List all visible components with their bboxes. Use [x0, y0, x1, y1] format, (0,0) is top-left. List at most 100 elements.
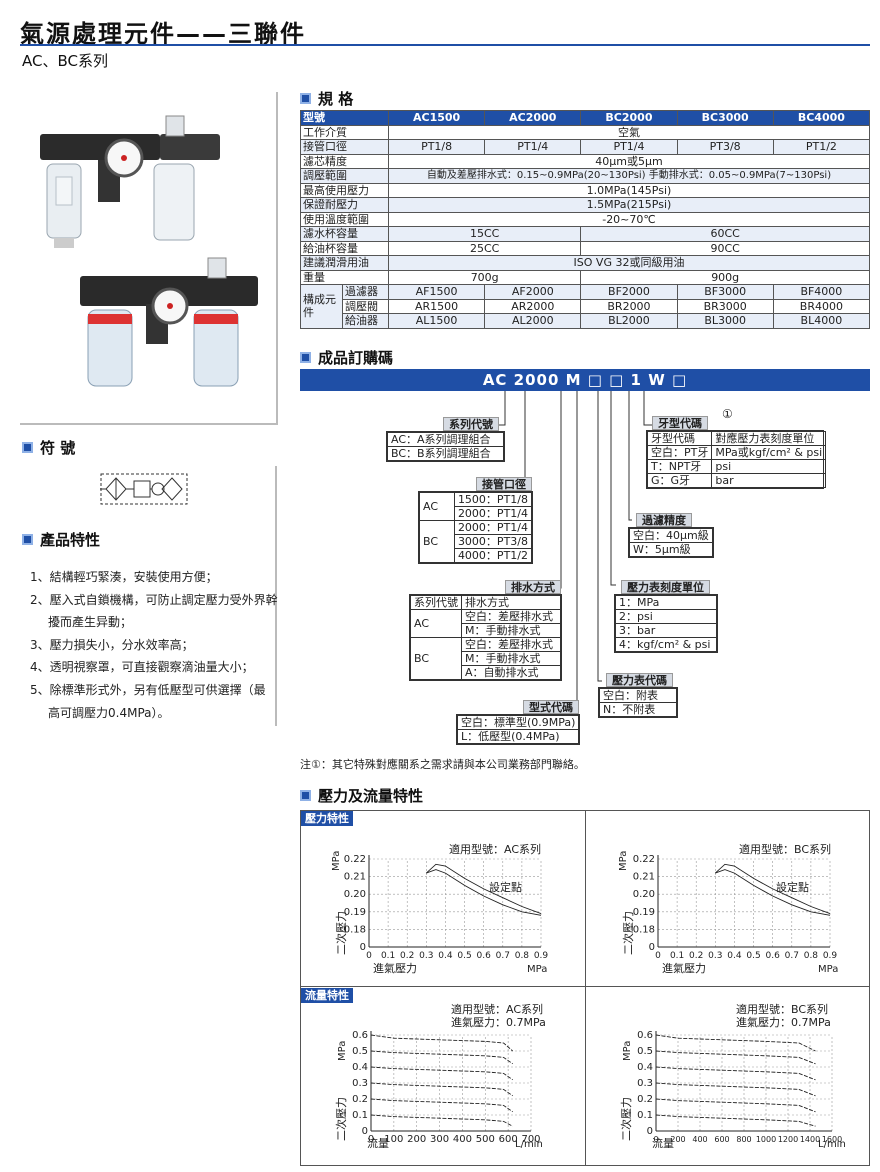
graph-divider-h [301, 986, 869, 987]
drain-group: AC [410, 609, 462, 638]
spec-row: 濾芯精度 40μm或5μm [300, 153, 870, 169]
spec-value: 1.5MPa(215Psi) [388, 197, 870, 213]
chart-flow-ac: 適用型號：AC系列 進氣壓力：0.7MPa MPa 二次壓力 流量 L/min … [334, 1002, 546, 1150]
x-tick-label: 200 [670, 1135, 685, 1144]
y-tick-label: 0.20 [344, 889, 366, 900]
graph-divider-v [585, 811, 586, 1165]
spec-row: 構成元件 過濾器 AF1500 AF2000 BF2000 BF3000 BF4… [300, 284, 871, 329]
port-row: 2000：PT1/4 [453, 520, 533, 535]
y-tick-label: 0.20 [633, 889, 655, 900]
section-icon [22, 442, 33, 453]
x-tick-label: 0.9 [823, 951, 838, 961]
page-subtitle: AC、BC系列 [22, 52, 108, 70]
series-line [370, 1114, 513, 1127]
spec-value: BR2000 [580, 298, 678, 314]
spec-value: AF1500 [387, 284, 486, 300]
spec-label: 濾水杯容量 [300, 226, 389, 242]
spec-table: 型號 AC1500 AC2000 BC2000 BC3000 BC4000 工作… [300, 110, 871, 329]
pneumatic-symbol [100, 473, 188, 505]
gauge-unit-caption: 壓力表刻度單位 [621, 580, 710, 594]
section-spec: 規 格 [300, 88, 353, 109]
chart-title: 適用型號：BC系列 [739, 842, 831, 856]
drain-row: 空白：差壓排水式 [461, 637, 561, 652]
x-tick-label: 0.6 [477, 951, 492, 961]
spec-value: AR1500 [387, 298, 486, 314]
series-caption: 系列代號 [443, 417, 499, 431]
spec-label: 最高使用壓力 [300, 182, 389, 198]
spec-label: 過濾器 [342, 284, 389, 300]
chart-xlabel: 進氣壓力 [373, 961, 417, 975]
x-tick-label: 0.9 [534, 951, 549, 961]
gauge-unit-row: 4：kgf/cm² & psi [615, 637, 717, 652]
chart-ylabel: 二次壓力 [334, 1097, 348, 1141]
precision-row: 空白：40μm級 [629, 528, 713, 543]
thread-head: 牙型代碼 [646, 431, 713, 446]
spec-value: PT1/4 [580, 139, 678, 155]
feature-item: 4、透明視察罩，可直接觀察滴油量大小； [30, 660, 254, 675]
port-group: AC [419, 492, 455, 521]
spec-value: BL4000 [772, 313, 871, 329]
y-tick-label: 0 [649, 942, 655, 953]
spec-value: AL2000 [484, 313, 582, 329]
chart-xunit: L/min [515, 1139, 543, 1150]
series-line [655, 1114, 816, 1127]
feature-item: 2、壓入式自鎖機構，可防止調定壓力受外界幹 [30, 592, 278, 607]
thread-row: MPa或kgf/cm² & psi [711, 445, 827, 460]
spec-label: 給油杯容量 [300, 240, 389, 256]
x-tick-label: 0 [653, 1135, 658, 1144]
series-box: AC：A系列調理組合 BC：B系列調理組合 [386, 431, 505, 462]
spec-value: 自動及差壓排水式：0.15~0.9MPa(20~130Psi) 手動排水式：0.… [388, 168, 870, 184]
spec-value: 1.0MPa(145Psi) [388, 182, 870, 198]
x-tick-label: 0.5 [457, 951, 471, 961]
spec-row: 調壓範圍 自動及差壓排水式：0.15~0.9MPa(20~130Psi) 手動排… [300, 168, 870, 184]
series-line [370, 1066, 513, 1081]
chart-ylabel-unit: MPa [337, 1041, 348, 1061]
spec-label: 接管口徑 [300, 139, 389, 155]
series-line [655, 1082, 816, 1097]
x-tick-label: 1000 [756, 1135, 776, 1144]
series-line [655, 1034, 816, 1052]
y-tick-label: 0.21 [633, 872, 655, 883]
chart-xlabel: 流量 [367, 1136, 389, 1150]
x-tick-label: 0 [366, 951, 372, 961]
x-tick-label: 600 [714, 1135, 729, 1144]
chart-ylabel: 二次壓力 [621, 911, 635, 955]
spec-value: 60CC [580, 226, 870, 242]
spec-row: 最高使用壓力 1.0MPa(145Psi) [300, 182, 870, 198]
series-line [714, 863, 831, 915]
x-tick-label: 0.4 [727, 951, 742, 961]
y-tick-label: 0.5 [352, 1046, 368, 1057]
spec-header-cell: BC4000 [772, 110, 871, 126]
spec-value: PT1/8 [387, 139, 486, 155]
spec-value: AR2000 [484, 298, 582, 314]
chart-xunit: MPa [527, 964, 547, 975]
footnote: 注①：其它特殊對應關系之需求請與本公司業務部門聯絡。 [300, 758, 585, 771]
x-tick-label: 0 [655, 951, 661, 961]
gauge-unit-row: 3：bar [615, 623, 717, 638]
spec-row: 給油杯容量 25CC 90CC [300, 240, 870, 256]
thread-row: 空白：PT牙 [646, 445, 713, 460]
drain-caption: 排水方式 [505, 580, 561, 594]
spec-label: 保證耐壓力 [300, 197, 389, 213]
y-tick-label: 0 [362, 1126, 368, 1137]
y-tick-label: 0.6 [637, 1030, 653, 1041]
section-spec-label: 規 格 [318, 90, 354, 108]
x-tick-label: 1600 [822, 1135, 842, 1144]
spec-header-cell: BC2000 [580, 110, 678, 126]
y-tick-label: 0.22 [344, 854, 366, 865]
y-tick-label: 0.18 [633, 924, 655, 935]
y-tick-label: 0.4 [637, 1062, 653, 1073]
chart-ylabel: 二次壓力 [619, 1097, 633, 1141]
section-flow: 壓力及流量特性 [300, 785, 423, 806]
y-tick-label: 0 [360, 942, 366, 953]
chart-title: 適用型號：BC系列 [736, 1002, 828, 1016]
chart-setpoint: 設定點 [489, 880, 522, 894]
y-tick-label: 0.21 [344, 872, 366, 883]
port-caption: 接管口徑 [476, 477, 532, 491]
type-caption: 型式代碼 [523, 700, 579, 714]
feature-item: 5、除標準形式外，另有低壓型可供選擇（最 [30, 682, 266, 697]
spec-value: 空氣 [388, 124, 870, 140]
port-row: 1500：PT1/8 [453, 492, 533, 507]
section-icon [22, 534, 33, 545]
